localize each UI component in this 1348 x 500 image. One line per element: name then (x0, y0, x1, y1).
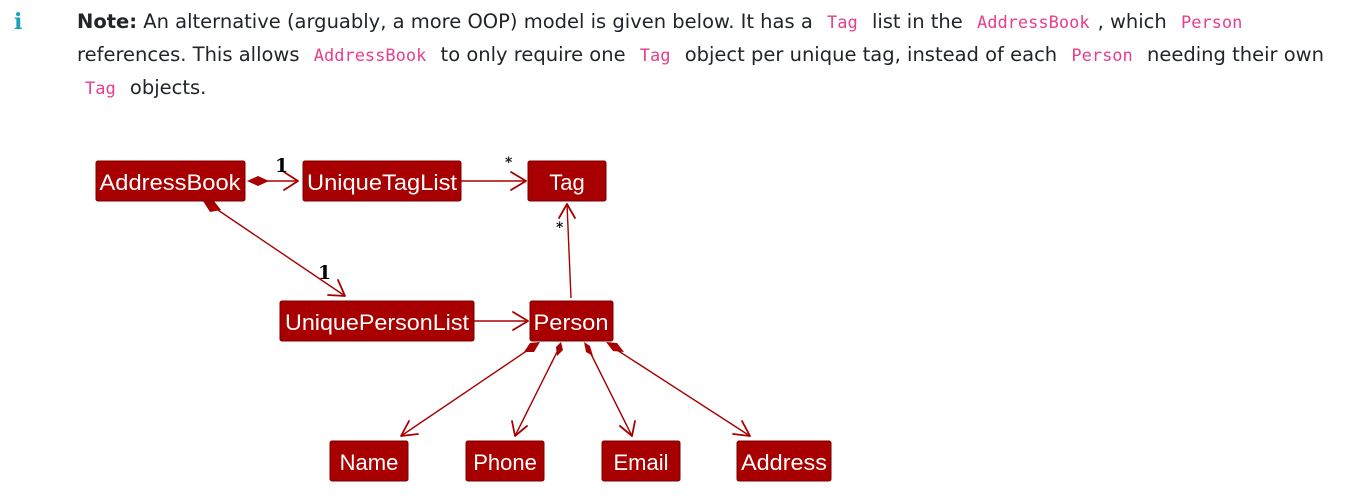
inline-code-tag: Tag (639, 46, 671, 66)
edge-person-tag (566, 203, 572, 299)
class-name: UniquePersonList (285, 310, 469, 335)
inline-code-tag: Tag (85, 79, 116, 99)
info-icon: i (14, 9, 23, 35)
class-box-addressbook: AddressBook (95, 160, 246, 202)
arrowhead-icon (558, 203, 576, 219)
multiplicity-label: 1 (318, 262, 331, 284)
arrowhead-icon (327, 279, 346, 297)
arrowhead-icon (619, 420, 636, 437)
inline-code-addressbook: AddressBook (313, 46, 427, 66)
class-box-address: Address (736, 440, 832, 482)
composition-diamond-icon (247, 176, 269, 186)
class-name: Email (613, 450, 668, 475)
arrowhead-icon (732, 420, 751, 437)
composition-diamond-icon (524, 342, 540, 352)
class-box-tag: Tag (527, 160, 607, 202)
note-text-segment: needing their own (1146, 43, 1324, 66)
inline-code-person: Person (1180, 13, 1243, 33)
note-text-segment: references. This allows (77, 43, 300, 66)
note-text-segment: An alternative (arguably, a more OOP) mo… (143, 10, 813, 33)
edge-person-phone (514, 351, 558, 437)
multiplicity-label: * (556, 220, 564, 236)
arrowhead-icon (512, 311, 529, 331)
class-name: Name (340, 450, 399, 475)
edge-addressbook-uniquepersonlist (211, 205, 346, 297)
class-box-person: Person (529, 300, 614, 342)
note-text-segment: objects. (129, 76, 207, 99)
class-name: Address (741, 450, 827, 475)
arrowhead-icon (400, 420, 419, 437)
note-text-segment: object per unique tag, instead of each (684, 43, 1058, 66)
class-box-name: Name (329, 440, 409, 482)
composition-diamond-icon (606, 342, 624, 352)
class-box-phone: Phone (465, 440, 545, 482)
class-name: UniqueTagList (307, 170, 457, 195)
class-box-uniquepersonlist: UniquePersonList (279, 300, 475, 342)
composition-diamond-icon (203, 201, 221, 212)
multiplicity-label: * (505, 155, 513, 171)
note-text: Note: An alternative (arguably, a more O… (77, 6, 1327, 105)
arrowhead-icon (511, 420, 528, 437)
edge-person-email (589, 351, 633, 437)
class-box-uniquetaglist: UniqueTagList (302, 160, 462, 202)
diagram-edges (203, 171, 751, 437)
class-name: Person (534, 310, 609, 335)
multiplicity-label: 1 (275, 155, 288, 177)
class-box-email: Email (601, 440, 681, 482)
note-text-segment: to only require one (440, 43, 626, 66)
inline-code-addressbook: AddressBook (976, 13, 1090, 33)
note-heading: Note: (77, 10, 138, 33)
edge-person-address (616, 349, 751, 437)
class-name: Phone (473, 450, 537, 475)
note-text-segment: , which (1097, 10, 1167, 33)
class-name: AddressBook (100, 170, 242, 195)
composition-diamond-icon (584, 342, 593, 356)
class-name: Tag (549, 170, 584, 195)
edge-person-name (400, 347, 532, 437)
inline-code-tag: Tag (827, 13, 858, 33)
note-text-segment: list in the (871, 10, 963, 33)
arrowhead-icon (510, 171, 527, 191)
arrowhead-icon (283, 171, 299, 191)
composition-diamond-icon (556, 342, 563, 356)
inline-code-person: Person (1071, 46, 1133, 66)
